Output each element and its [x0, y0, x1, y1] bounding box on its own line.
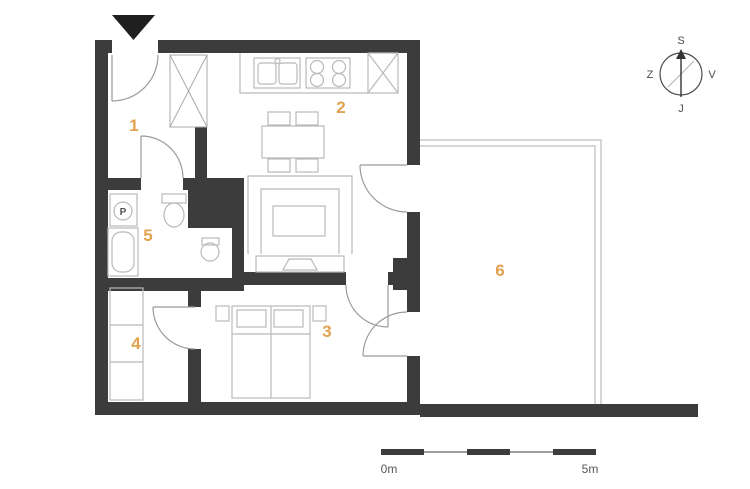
hand-basin — [200, 242, 220, 262]
terrace-outline — [420, 139, 602, 404]
shower-tub-inner — [111, 231, 135, 273]
wall-segment — [95, 40, 108, 415]
chair — [295, 158, 319, 173]
stove-burner — [331, 59, 347, 75]
stove — [305, 57, 351, 89]
wall-segment — [188, 291, 201, 307]
chair — [267, 111, 291, 126]
wall-segment — [183, 178, 188, 190]
scale-segment — [381, 449, 424, 455]
scale-end-label: 5m — [582, 462, 599, 476]
room-label-1: 1 — [129, 116, 138, 135]
wall-segment — [95, 402, 420, 415]
basin-shelf — [201, 237, 220, 246]
room-labels: 1 2 3 4 5 6 — [129, 98, 504, 353]
terrace-door-bedroom — [362, 311, 408, 357]
wall-segment — [188, 178, 244, 228]
entrance-arrow-icon — [112, 15, 155, 40]
shaft-hatch — [169, 54, 208, 128]
shafts — [169, 54, 208, 128]
scale-segment-light — [424, 451, 467, 453]
chair — [267, 158, 291, 173]
scale-segment-light — [510, 451, 553, 453]
bathroom-door — [140, 135, 184, 179]
bedroom-door — [345, 284, 389, 328]
doors — [111, 54, 408, 357]
stove-burner — [309, 59, 325, 75]
coffee-table — [272, 205, 326, 237]
compass-west-label: Z — [647, 69, 654, 81]
washing-machine-label: P — [120, 207, 127, 218]
compass: S V J Z — [647, 35, 717, 115]
room-label-4: 4 — [131, 334, 141, 353]
sink-basin — [278, 62, 298, 85]
room4-door — [152, 306, 196, 350]
nightstand — [312, 305, 327, 322]
shower-tub — [107, 227, 139, 277]
wall-segment — [393, 258, 407, 290]
wall-segment — [407, 212, 420, 312]
tv — [281, 258, 319, 271]
sofa-outer — [247, 175, 353, 254]
nightstand — [215, 305, 230, 322]
tall-cabinet-diagonal — [367, 52, 399, 94]
walls — [95, 40, 698, 417]
wall-segment — [244, 272, 346, 285]
toilet-tank — [161, 193, 187, 204]
room-label-3: 3 — [322, 322, 331, 341]
site-wall-extension — [420, 404, 698, 417]
wardrobe — [109, 287, 144, 401]
sofa-inner — [260, 188, 340, 254]
dining-table — [261, 125, 325, 159]
room-label-5: 5 — [143, 226, 152, 245]
scale-start-label: 0m — [381, 462, 398, 476]
toilet-bowl — [163, 202, 185, 228]
furniture — [107, 52, 399, 401]
scale-segment — [553, 449, 596, 455]
washing-machine — [109, 193, 138, 227]
chair — [295, 111, 319, 126]
scale-segment — [467, 449, 510, 455]
wall-segment — [407, 356, 420, 415]
wall-segment — [108, 278, 244, 291]
sink-basin — [257, 62, 277, 85]
room-label-6: 6 — [495, 261, 504, 280]
wall-segment — [95, 40, 112, 53]
compass-south-label: J — [678, 103, 684, 115]
scale-dark-segments — [381, 449, 596, 455]
wall-segment — [188, 349, 201, 402]
wall-segment — [232, 228, 244, 285]
sink-faucet — [274, 57, 281, 65]
scale-bar: 0m 5m — [381, 449, 599, 476]
tall-cabinet — [367, 52, 399, 94]
stove-burner — [309, 72, 325, 88]
washing-machine-drum — [113, 201, 133, 221]
wall-segment — [407, 40, 420, 165]
terrace-outer-line — [420, 139, 602, 404]
compass-needle-arrow — [676, 49, 686, 59]
entrance-door — [111, 54, 159, 102]
stove-burner — [331, 72, 347, 88]
room-label-2: 2 — [336, 98, 345, 117]
terrace-door-living — [359, 164, 408, 213]
pillow — [236, 309, 267, 328]
wall-segment — [195, 127, 207, 180]
tv-bench — [255, 255, 345, 273]
compass-east-label: V — [708, 69, 716, 81]
wall-segment — [108, 178, 141, 190]
kitchen-counter — [239, 53, 368, 94]
compass-north-label: S — [677, 35, 684, 47]
terrace-inner-line — [420, 145, 596, 404]
pillow — [273, 309, 304, 328]
wall-segment — [158, 40, 420, 53]
